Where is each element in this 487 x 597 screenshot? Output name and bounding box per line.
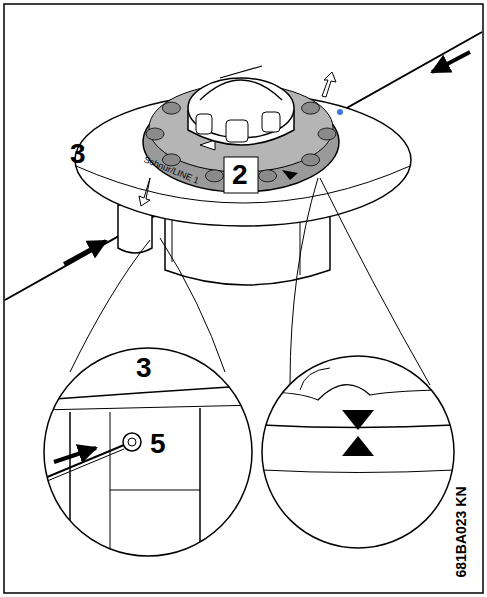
trimmer-line-highlight	[5, 36, 482, 304]
callout-number: 2	[232, 161, 248, 189]
push-arrow	[64, 241, 106, 264]
callout-number: 5	[150, 430, 166, 458]
trimmer-line	[5, 32, 482, 300]
callout-number: 3	[136, 354, 152, 382]
callout-patch	[224, 157, 258, 193]
callout-number: 3	[70, 140, 86, 168]
direction-arrow	[139, 178, 150, 206]
direction-arrow	[322, 72, 336, 97]
knob	[188, 66, 294, 145]
mark-triangle	[342, 436, 374, 456]
detail-circle	[44, 348, 252, 556]
detail-alignment	[262, 368, 455, 473]
figure-code: 681BA023 KN	[454, 487, 468, 578]
detail-line-hole	[40, 385, 260, 560]
marking	[337, 109, 343, 115]
mark-triangle	[342, 410, 374, 430]
frame	[4, 4, 483, 593]
insert-arrow	[54, 448, 96, 462]
push-arrow	[432, 52, 470, 72]
detail-circle	[262, 356, 454, 548]
